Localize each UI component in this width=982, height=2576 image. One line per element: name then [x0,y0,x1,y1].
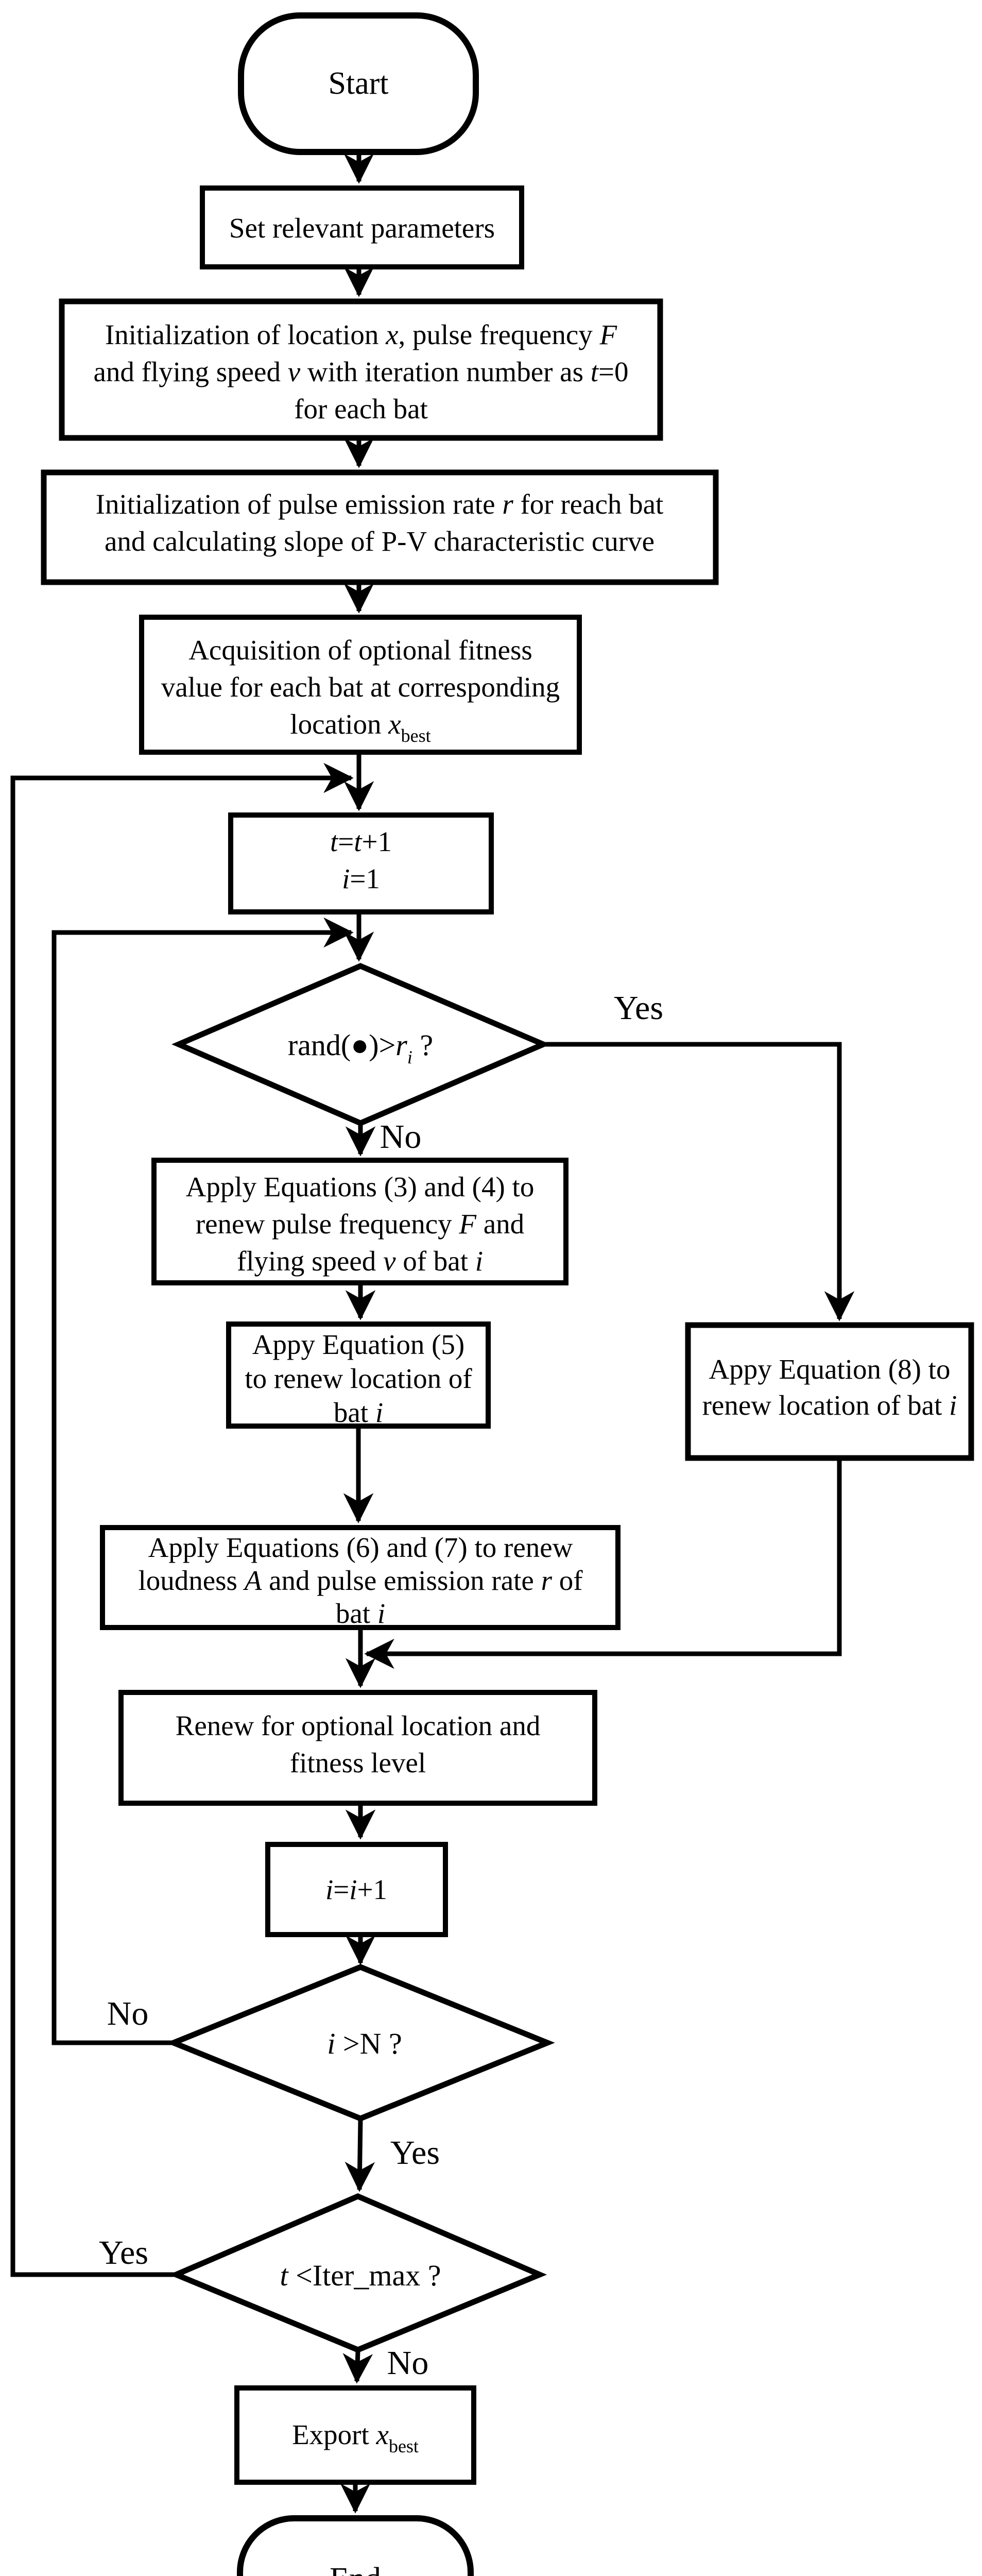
terminator-end: End [237,2515,474,2576]
loop-iter-yes-return [10,762,354,2277]
decision-bat-check: i >N ? [166,1964,555,2122]
process-iteration-counter: t=t+1 i=1 [228,812,494,914]
process-eq5-line1: Appy Equation (5) [252,1329,464,1360]
process-eq67-line2: loudness A and pulse emission rate r of [138,1565,583,1596]
process-renew-line1: Renew for optional location and [176,1710,541,1741]
terminator-start: Start [238,12,479,155]
terminator-end-label: End [330,2562,381,2576]
flow-iter-no [342,2350,373,2384]
edge-label-iter-yes: Yes [99,2234,148,2272]
edge-label-bat-no: No [107,1995,149,2032]
process-apply-eq8: Appy Equation (8) to renew location of b… [685,1322,974,1461]
process-init-pulse-line2: and calculating slope of P-V characteris… [105,526,654,557]
process-eq8-line1: Appy Equation (8) to [709,1353,951,1385]
process-eq8-line2: renew location of bat i [702,1389,957,1421]
flow-bat-yes [344,2119,375,2192]
decision-iter-check: t <Iter_max ? [168,2193,547,2353]
process-eq5-line3: bat i [334,1397,383,1428]
process-set-parameters: Set relevant parameters [200,185,524,269]
process-eq67-line3: bat i [336,1598,385,1629]
process-eq34-line3: flying speed v of bat i [237,1245,483,1277]
process-increment: i=i+1 [265,1842,448,1937]
process-iteration-line1: t=t+1 [330,826,392,857]
edge-label-rand-yes: Yes [614,989,663,1027]
process-eq34-line2: renew pulse frequency F and [196,1208,524,1240]
process-acquisition-line1: Acquisition of optional fitness [188,634,532,666]
loop-bat-no-return [51,917,354,2045]
edge-label-rand-no: No [380,1118,422,1156]
process-eq5-line2: to renew location of [245,1363,472,1394]
process-set-parameters-label: Set relevant parameters [229,212,495,244]
edge-label-iter-no: No [387,2344,429,2382]
decision-iter-label: t <Iter_max ? [280,2259,441,2292]
process-init-location-line2: and flying speed v with iteration number… [93,356,628,387]
decision-rand-check: rand(●)>ri ? [171,963,550,1126]
process-apply-eq34: Apply Equations (3) and (4) to renew pul… [151,1158,568,1285]
process-acquisition: Acquisition of optional fitness value fo… [139,615,582,755]
process-init-location: Initialization of location x, pulse freq… [59,298,663,441]
process-eq34-line1: Apply Equations (3) and (4) to [186,1171,535,1202]
process-init-pulse-rate: Initialization of pulse emission rate r … [41,469,719,585]
terminator-start-label: Start [328,66,388,101]
process-increment-label: i=i+1 [325,1874,387,1905]
process-export-label: Export xbest [292,2419,419,2456]
flow-rand-yes-branch [543,1042,855,1321]
process-acquisition-line3: location xbest [290,708,430,746]
process-init-pulse-line1: Initialization of pulse emission rate r … [96,488,664,520]
process-export-best: Export xbest [234,2385,476,2485]
edge-label-bat-yes: Yes [390,2134,440,2172]
process-renew-line2: fitness level [290,1747,426,1778]
process-apply-eq5: Appy Equation (5) to renew location of b… [226,1321,491,1429]
process-init-location-line3: for each bat [294,393,428,425]
decision-rand-label: rand(●)>ri ? [288,1028,433,1067]
process-init-location-line1: Initialization of location x, pulse freq… [105,319,618,350]
process-iteration-line2: i=1 [342,863,380,894]
process-eq67-line1: Apply Equations (6) and (7) to renew [148,1532,573,1563]
process-acquisition-line2: value for each bat at corresponding [161,671,560,703]
decision-bat-label: i >N ? [327,2027,402,2060]
flow-eq8-return [364,1459,842,1669]
process-apply-eq67: Apply Equations (6) and (7) to renew lou… [100,1525,621,1630]
process-renew-fitness: Renew for optional location and fitness … [118,1690,597,1806]
